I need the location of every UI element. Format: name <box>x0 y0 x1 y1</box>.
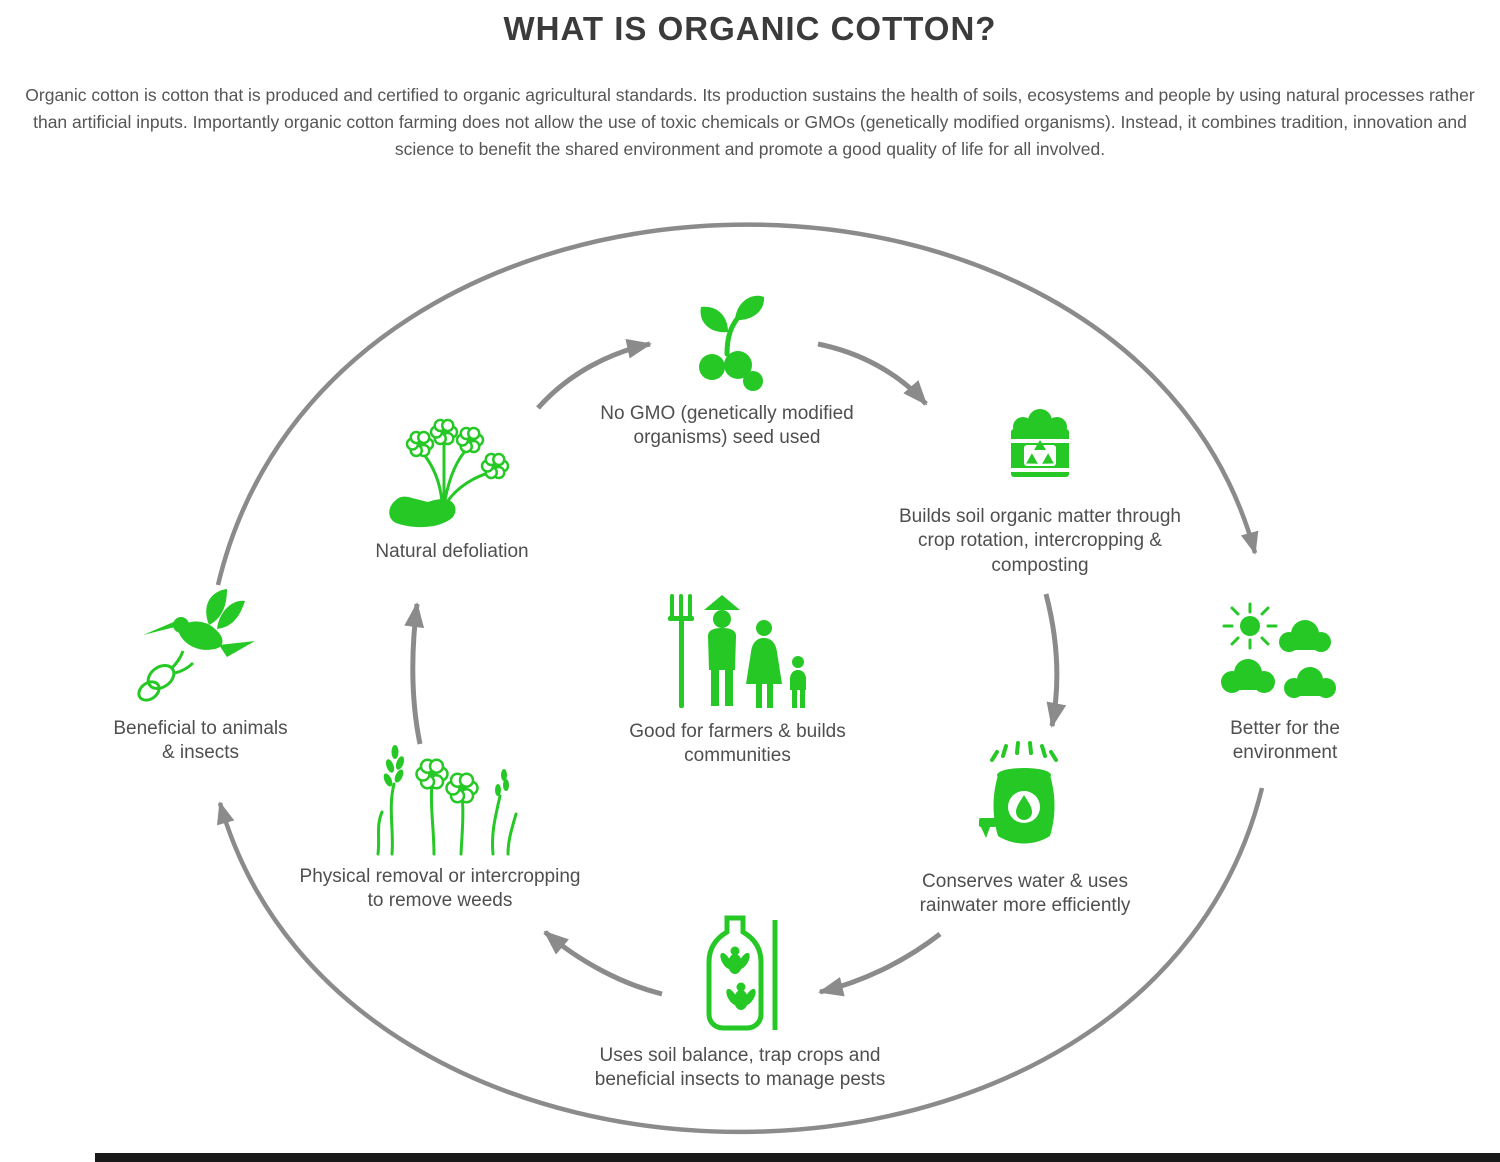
hand-holding-cotton-icon <box>389 418 510 528</box>
cycle-node-environment: Better for the environment <box>1195 600 1375 766</box>
farmer-family-icon <box>667 594 806 708</box>
node-label-pests: Uses soil balance, trap crops and benefi… <box>594 1045 886 1091</box>
sun-and-trees-icon <box>1221 602 1336 698</box>
intro-paragraph: Organic cotton is cotton that is produce… <box>25 85 1475 160</box>
node-label-animals: Beneficial to animals & insects <box>113 718 288 764</box>
weed-plants-icon <box>376 745 517 856</box>
cycle-node-soil-matter: Builds soil organic matter through crop … <box>880 398 1200 578</box>
compost-recycle-bin-icon <box>1011 409 1069 477</box>
cycle-node-weeds: Physical removal or intercropping to rem… <box>285 738 595 914</box>
rain-barrel-droplet-icon <box>978 741 1058 844</box>
node-label-environment: Better for the environment <box>1230 718 1340 764</box>
node-label-farmers: Good for farmers & builds communities <box>629 721 846 767</box>
arrow-weeds-to-defoliation <box>404 602 425 745</box>
node-label-defoliation: Natural defoliation <box>375 541 529 562</box>
cycle-node-defoliation: Natural defoliation <box>337 408 567 564</box>
cycle-node-no-gmo: No GMO (genetically modified organisms) … <box>577 290 877 451</box>
cycle-node-animals: Beneficial to animals & insects <box>93 585 308 766</box>
seedling-seeds-icon <box>698 295 764 391</box>
hummingbird-and-butterfly-icon <box>136 589 255 702</box>
page-title: WHAT IS ORGANIC COTTON? <box>503 10 997 47</box>
cycle-node-farmers: Good for farmers & builds communities <box>605 588 870 769</box>
arrow-compost-to-water <box>1043 593 1067 728</box>
cycle-node-water: Conserves water & uses rainwater more ef… <box>895 738 1155 919</box>
node-label-soil-matter: Builds soil organic matter through crop … <box>899 506 1181 576</box>
node-label-water: Conserves water & uses rainwater more ef… <box>919 871 1131 917</box>
bottom-edge-bar <box>95 1153 1500 1162</box>
cycle-node-pests: Uses soil balance, trap crops and benefi… <box>565 912 915 1093</box>
node-label-weeds: Physical removal or intercropping to rem… <box>299 866 581 912</box>
node-label-no-gmo: No GMO (genetically modified organisms) … <box>600 403 854 449</box>
insects-in-bottle-icon <box>706 915 778 1031</box>
